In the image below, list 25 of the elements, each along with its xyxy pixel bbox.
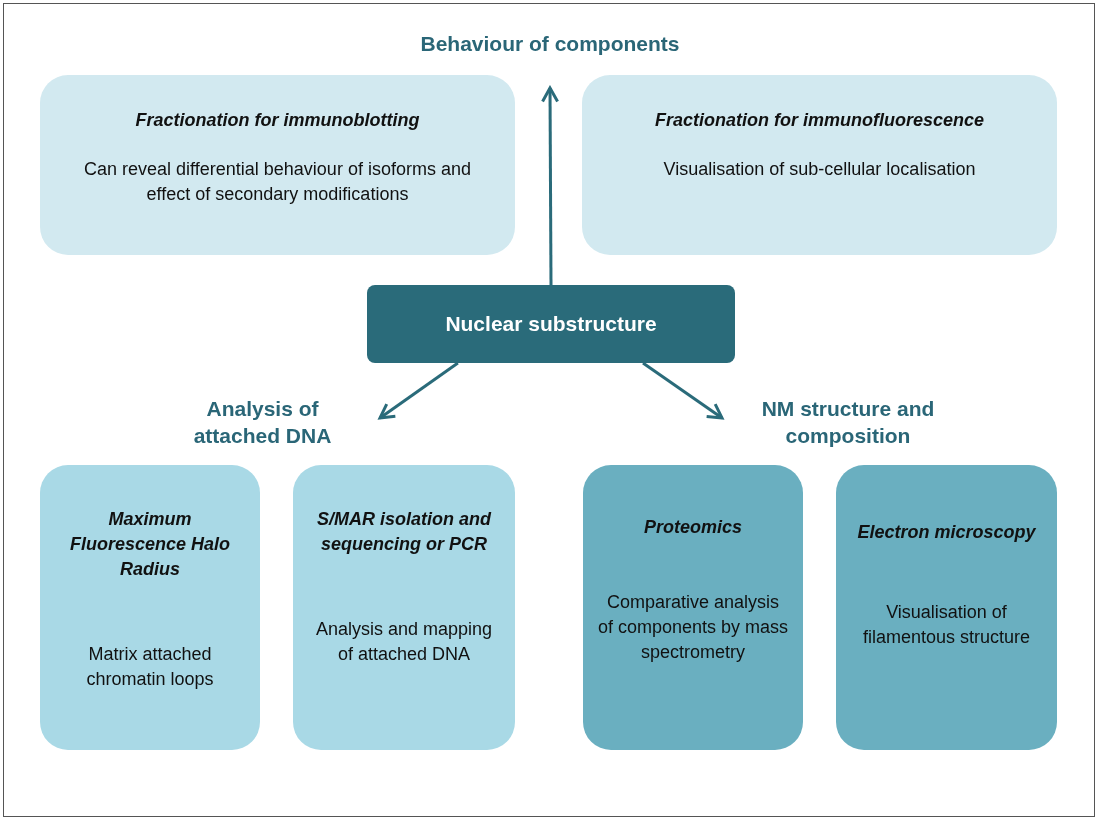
section-heading: Behaviour of components xyxy=(380,28,720,88)
card-heading: Maximum Fluorescence Halo Radius xyxy=(68,508,232,581)
method-card xyxy=(40,75,515,255)
card-heading: Fractionation for immunofluorescence xyxy=(654,109,984,132)
arrow xyxy=(541,86,560,285)
method-card xyxy=(40,465,260,750)
process-box: Nuclear substructure xyxy=(367,285,735,363)
card-heading: Proteomics xyxy=(643,516,742,539)
method-card xyxy=(583,465,803,750)
card-description: Analysis and mapping of attached DNA xyxy=(314,618,494,666)
arrow xyxy=(642,361,724,420)
method-card xyxy=(293,465,515,750)
section-heading: Analysis of attached DNA xyxy=(190,393,380,451)
card-heading: Electron microscopy xyxy=(857,521,1036,544)
card-description: Comparative analysis of components by mass spectrometry xyxy=(597,591,789,664)
method-card xyxy=(836,465,1057,750)
card-heading: Fractionation for immunoblotting xyxy=(135,109,420,132)
card-description: Can reveal differential behaviour of isoforms and effect of secondary modifications xyxy=(83,158,472,206)
card-heading: S/MAR isolation and sequencing or PCR xyxy=(316,508,493,556)
section-heading: NM structure and composition xyxy=(722,393,952,451)
arrow xyxy=(378,361,459,420)
card-description: Matrix attached chromatin loops xyxy=(85,643,215,691)
card-description: Visualisation of filamentous structure xyxy=(861,601,1032,649)
card-description: Visualisation of sub-cellular localisation xyxy=(663,158,976,181)
method-card xyxy=(582,75,1057,255)
